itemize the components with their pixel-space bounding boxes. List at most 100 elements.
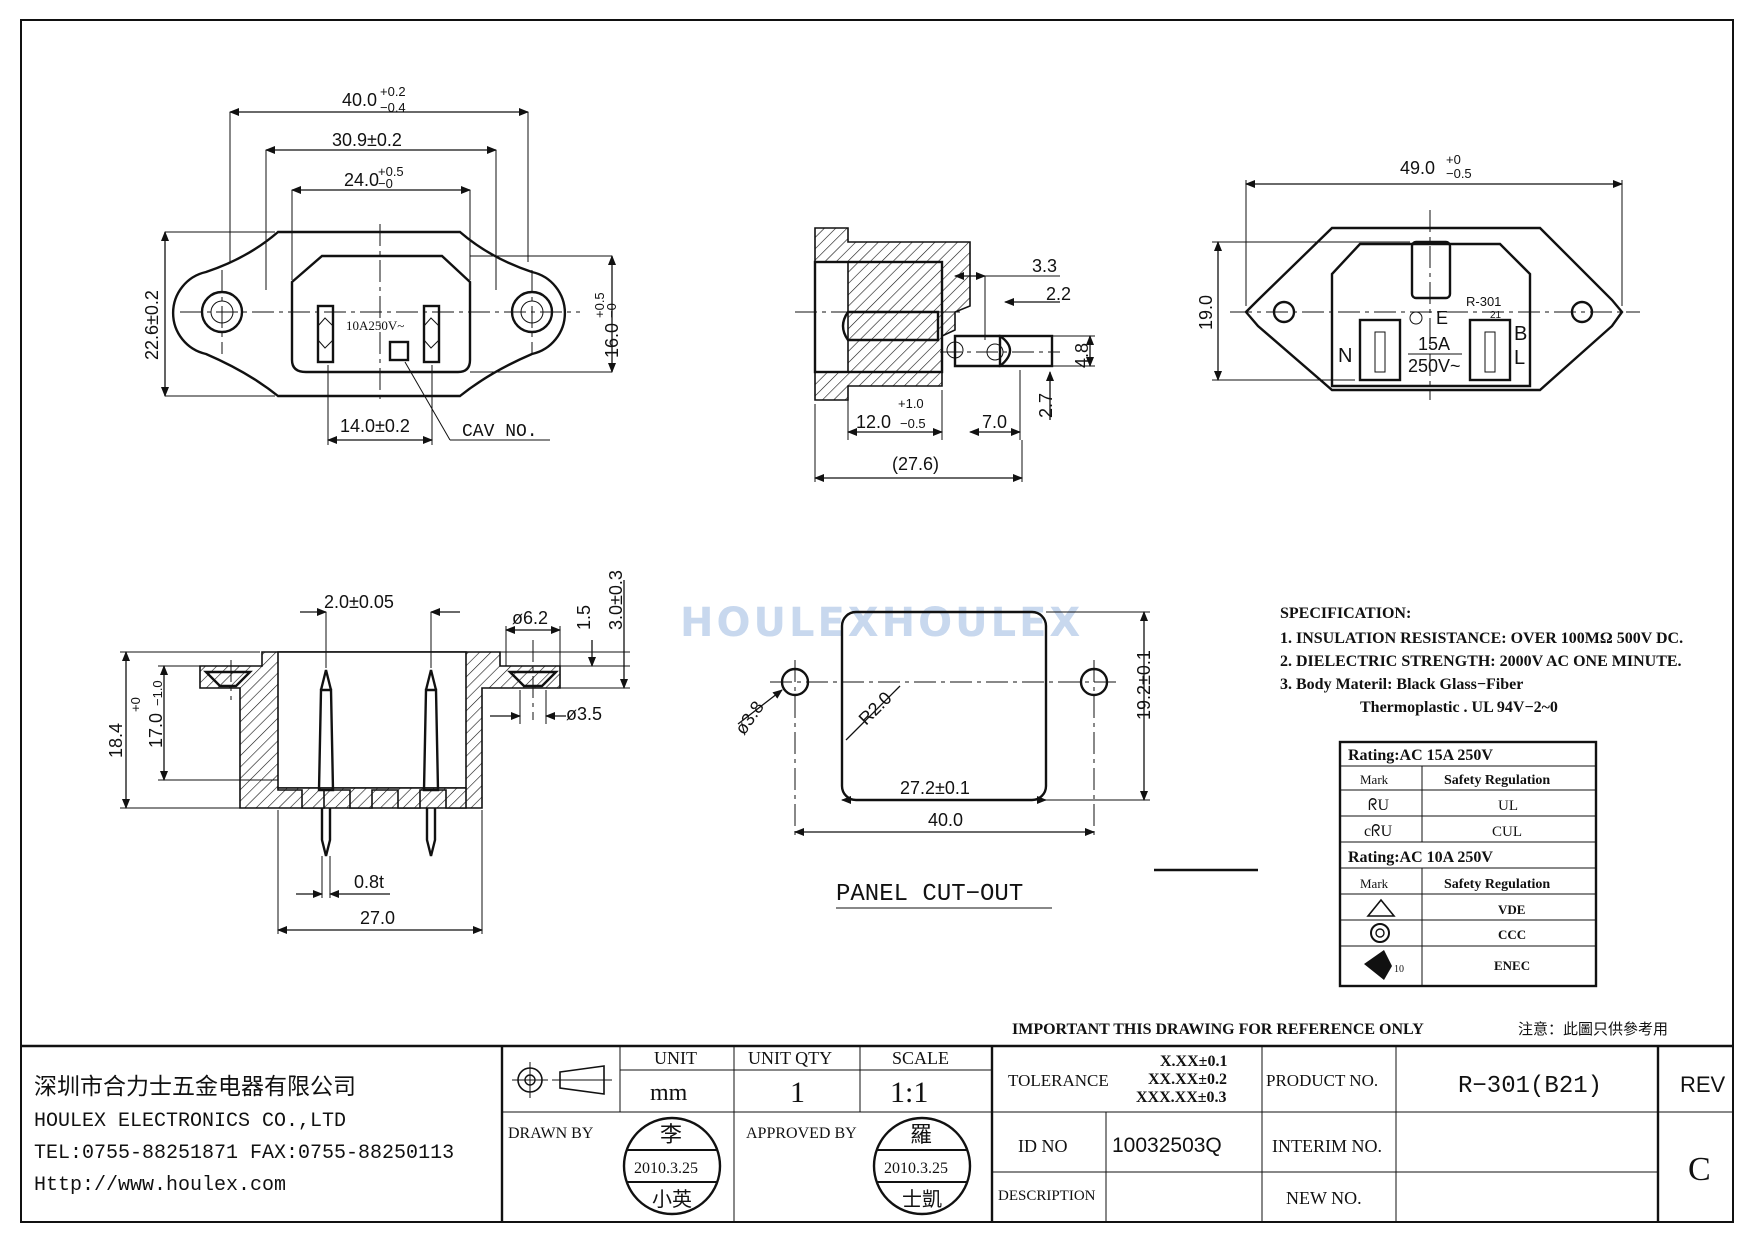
side-cavity — [813, 260, 944, 374]
dim-flange-total-value: 3.0±0.3 — [606, 570, 626, 630]
specification-block: SPECIFICATION: 1. INSULATION RESISTANCE:… — [1280, 605, 1683, 716]
rear-label-n: N — [1338, 345, 1352, 367]
scale-value: 1:1 — [890, 1076, 928, 1109]
side-contact — [841, 310, 940, 342]
drawn-by-top: 李 — [660, 1122, 682, 1147]
rear-l-pin-housing — [1468, 318, 1512, 382]
dim-height-value: 22.6±0.2 — [142, 290, 162, 360]
rev-label: REV — [1680, 1072, 1726, 1097]
side-pin-tail — [998, 334, 1054, 368]
side-rivet — [946, 341, 964, 359]
interim-no-label: INTERIM NO. — [1272, 1136, 1382, 1156]
front-flange-outline — [171, 230, 567, 398]
front-pin-left-mark — [317, 317, 334, 349]
front-pin-right-mark — [423, 317, 440, 349]
drawn-by-stamp: 李 2010.3.25 小英 — [622, 1116, 722, 1216]
rear-earth-pin — [1410, 240, 1452, 300]
earth-symbol-icon — [1409, 311, 1423, 325]
sheet-border — [20, 19, 1734, 1223]
dim-hole-pitch-value: 30.9±0.2 — [332, 130, 402, 150]
tolerance-3: XXX.XX±0.3 — [1136, 1089, 1227, 1106]
rear-model-sub: 21 — [1490, 310, 1502, 321]
rear-label-b: B — [1514, 323, 1527, 345]
dim-section-width-value: 27.0 — [360, 908, 395, 928]
rear-n-pin — [1374, 331, 1386, 373]
rear-n-pin-housing — [1358, 318, 1402, 382]
projection-symbol-icon — [512, 1062, 612, 1098]
rear-rating-a: 15A — [1418, 334, 1450, 354]
id-no-label: ID NO — [1018, 1136, 1068, 1156]
id-no-value: 10032503Q — [1112, 1134, 1222, 1157]
rating-row-ccc: CCC — [1498, 927, 1526, 942]
vde-triangle-icon — [1366, 898, 1396, 917]
rating-row-enec: ENEC — [1494, 958, 1530, 973]
side-section-body — [814, 227, 971, 401]
mark-header-2: Mark — [1360, 876, 1389, 891]
section-pin-right-tip — [424, 669, 438, 691]
front-pin-right — [422, 304, 441, 364]
section-pin-left-tip — [319, 669, 333, 691]
approved-by-top: 羅 — [910, 1122, 932, 1147]
dim-side-d1-value: 3.3 — [1032, 256, 1057, 276]
ratings-table-frame — [1338, 740, 1598, 988]
rear-model: R-301 — [1466, 294, 1501, 309]
dim-flange-value: 1.5 — [574, 605, 594, 630]
dim-body-height-value: 16.0 — [602, 323, 622, 358]
mark-header-1: Mark — [1360, 772, 1389, 787]
qty-label: UNIT QTY — [748, 1048, 832, 1068]
section-cavity — [277, 651, 467, 789]
rating-2-title: Rating:AC 10A 250V — [1348, 849, 1493, 866]
dim-body-width-value: 24.0 — [344, 170, 379, 190]
new-no-label: NEW NO. — [1286, 1188, 1362, 1208]
rear-label-l: L — [1514, 347, 1525, 369]
front-body-outline — [290, 254, 472, 374]
dim-body-h-tol-minus: −1.0 — [150, 680, 165, 706]
rear-label-e: E — [1436, 308, 1448, 328]
section-pin-right — [422, 688, 440, 792]
side-section-view: 3.3 2.2 4.8 2.7 12.0 +1.0 −0.5 7.0 (27.6… — [795, 227, 1095, 482]
rear-l-pin — [1484, 331, 1496, 373]
dim-body-h-tol-plus: +0 — [128, 697, 143, 712]
section-pin-left-tail — [320, 808, 332, 857]
enec-sub: 10 — [1394, 964, 1404, 975]
dim-cutout-hole-value: ø3.8 — [731, 697, 768, 738]
tolerance-1: X.XX±0.1 — [1160, 1053, 1227, 1070]
unit-value: mm — [650, 1080, 688, 1106]
enec-mark-icon — [1364, 950, 1392, 980]
spec-line-2: 2. DIELECTRIC STRENGTH: 2000V AC ONE MIN… — [1280, 653, 1682, 670]
qty-value: 1 — [790, 1076, 805, 1109]
front-rating-mark: 10A250V~ — [346, 318, 404, 333]
company-name-zh: 深圳市合力士五金电器有限公司 — [34, 1074, 356, 1099]
dim-cutout-hole-leader — [737, 689, 783, 725]
dim-body-height-tol-plus: +0.5 — [592, 292, 607, 318]
cav-no-label: CAV NO. — [462, 422, 538, 442]
reference-notice: IMPORTANT THIS DRAWING FOR REFERENCE ONL… — [1012, 1021, 1424, 1038]
spec-line-4: Thermoplastic . UL 94V−2~0 — [1360, 699, 1558, 716]
dim-body-height-tol-minus: −0 — [604, 303, 619, 318]
dim-overall-width-value: 40.0 — [342, 90, 377, 110]
company-url: Http://www.houlex.com — [34, 1174, 286, 1197]
rear-body-outline — [1330, 242, 1532, 388]
rating-1-title: Rating:AC 15A 250V — [1348, 747, 1493, 764]
front-cav-square — [388, 340, 410, 362]
dim-hole-dia-value: ø6.2 — [512, 608, 548, 628]
front-view: 10A250V~ CAV NO. 40.0 +0.2 −0.4 30.9±0.2… — [142, 84, 622, 445]
panel-cutout-title: PANEL CUT−OUT — [836, 881, 1023, 908]
dim-small-hole-value: ø3.5 — [566, 704, 602, 724]
title-block: 深圳市合力士五金电器有限公司 HOULEX ELECTRONICS CO.,LT… — [21, 1044, 1733, 1222]
dim-overall-h-value: 18.4 — [106, 723, 126, 758]
company-name-en: HOULEX ELECTRONICS CO.,LTD — [34, 1110, 346, 1133]
dim-cutout-height-value: 19.2±0.1 — [1134, 650, 1154, 720]
dim-cutout-pitch-value: 40.0 — [928, 810, 963, 830]
dim-rear-height-value: 19.0 — [1196, 295, 1216, 330]
spec-title: SPECIFICATION: — [1280, 605, 1411, 622]
reg-header-2: Safety Regulation — [1444, 877, 1550, 892]
dim-rear-width-value: 49.0 — [1400, 158, 1435, 178]
rear-rating-v: 250V~ — [1408, 356, 1461, 376]
dim-pin-thk-value: 0.8t — [354, 872, 384, 892]
dim-side-depth-value: 12.0 — [856, 412, 891, 432]
tolerance-2: XX.XX±0.2 — [1148, 1071, 1227, 1088]
cross-section-view: 2.0±0.05 ø6.2 1.5 3.0±0.3 ø3.5 18.4 17.0… — [106, 570, 630, 934]
ratings-table: Rating:AC 15A 250V Mark Safety Regulatio… — [1338, 740, 1598, 988]
dim-body-width-tol-minus: −0 — [378, 176, 393, 191]
